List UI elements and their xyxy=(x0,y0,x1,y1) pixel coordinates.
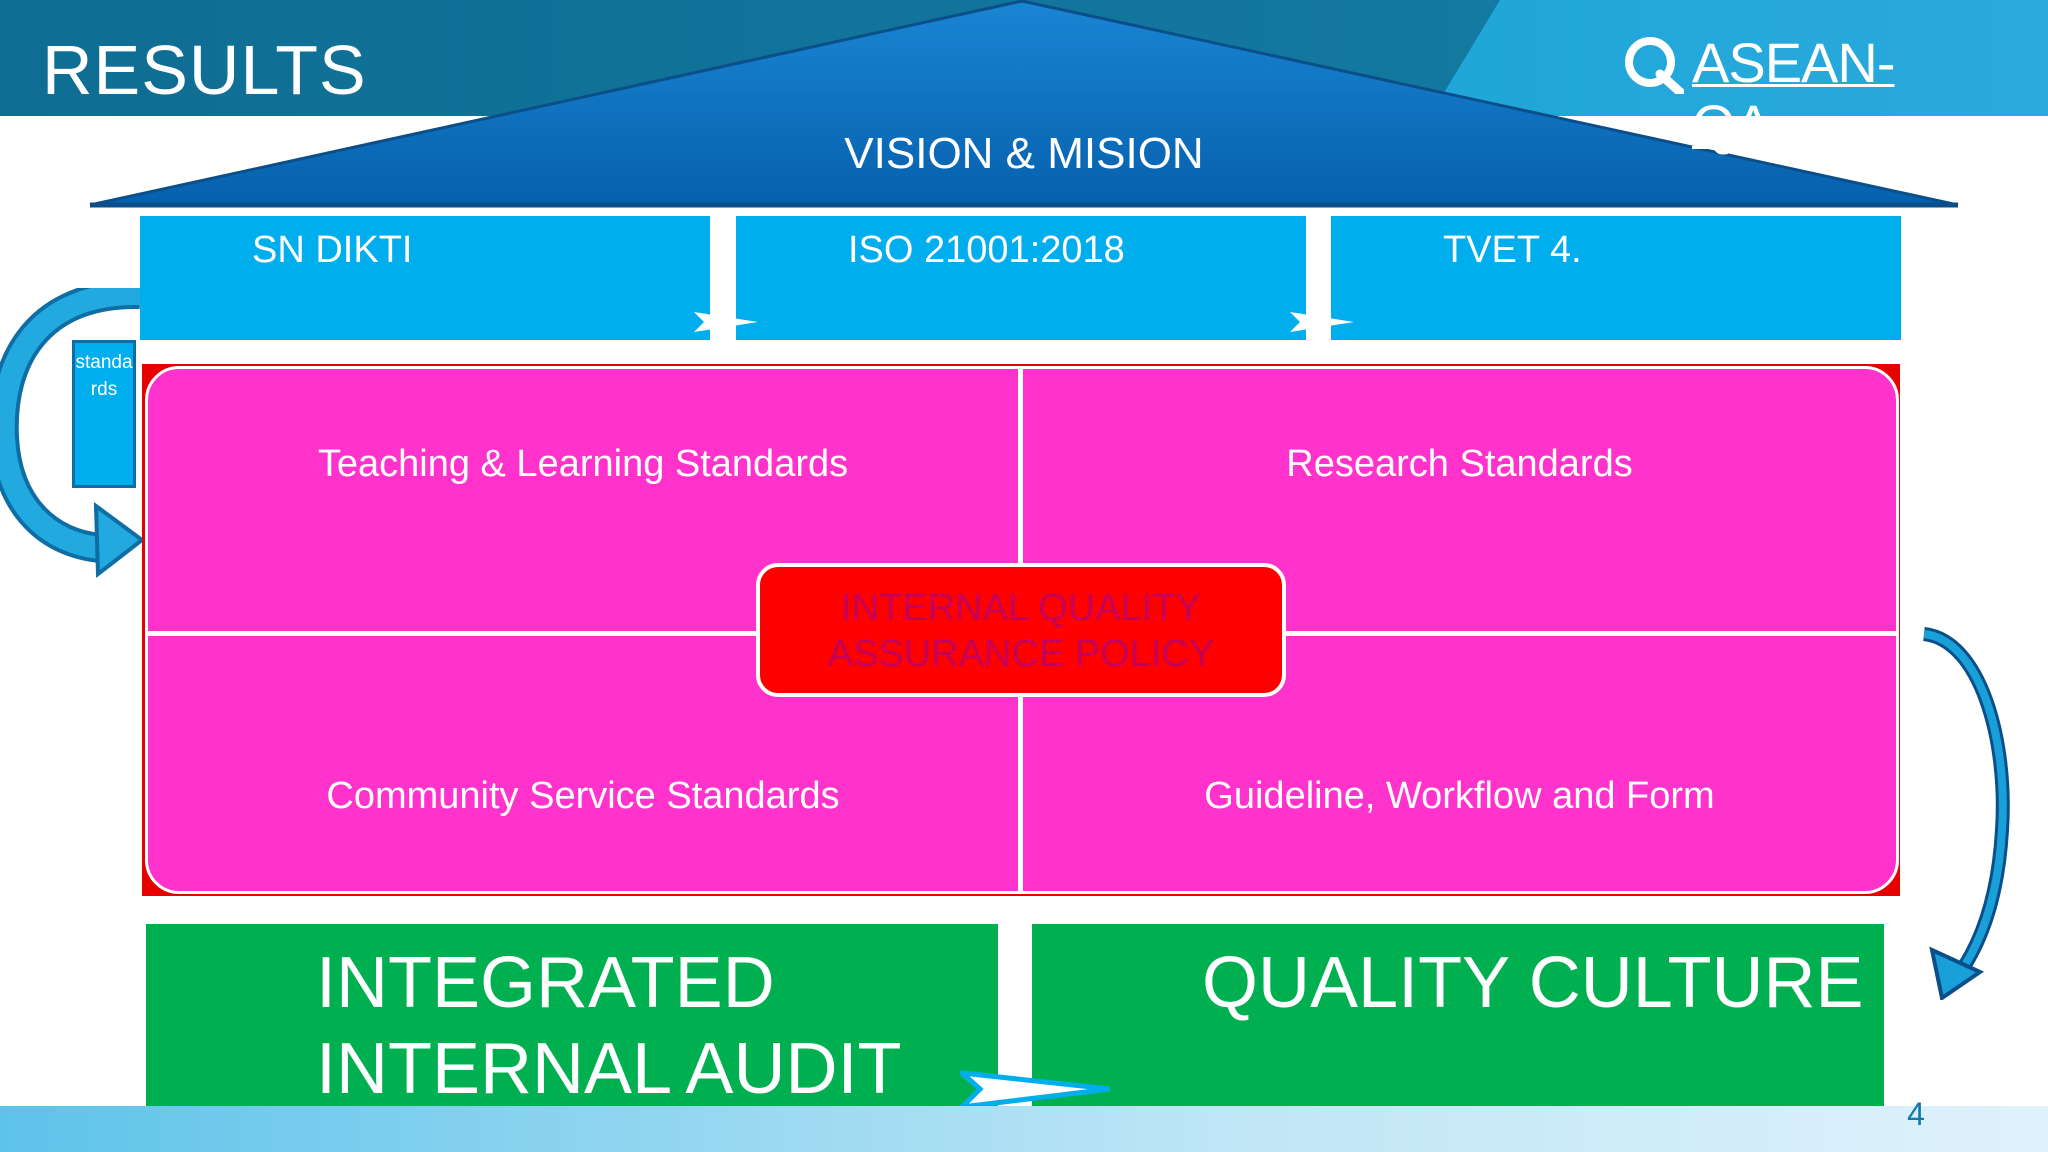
qa-logo-icon xyxy=(1625,37,1684,94)
vision-mission-label: VISION & MISION xyxy=(844,129,1204,178)
framework-label: ISO 21001:2018 xyxy=(848,229,1125,271)
audit-label-line1: INTEGRATED xyxy=(316,943,775,1023)
policy-label-line2: ASSURANCE POLICY xyxy=(827,633,1215,675)
quality-culture-label: QUALITY CULTURE xyxy=(1202,943,1864,1023)
internal-qa-policy-box: INTERNAL QUALITY ASSURANCE POLICY xyxy=(756,563,1286,697)
standards-tag: standards xyxy=(72,340,136,488)
header-accent xyxy=(1430,0,2048,116)
flow-arrow-icon xyxy=(694,312,758,332)
roof-shape xyxy=(89,0,1959,208)
framework-label: TVET 4. xyxy=(1443,229,1582,271)
policy-label-line1: INTERNAL QUALITY xyxy=(841,587,1201,629)
quadrant-community-service: Community Service Standards xyxy=(326,775,840,817)
footer-band xyxy=(0,1106,2048,1152)
audit-label-line2: INTERNAL AUDIT xyxy=(316,1029,902,1109)
asean-qa-logo: ASEAN-QA xyxy=(1622,28,1962,156)
standards-tag-label: standards xyxy=(75,352,133,400)
flow-arrow-icon xyxy=(1290,312,1354,332)
policy-label: INTERNAL QUALITY ASSURANCE POLICY xyxy=(760,585,1282,677)
framework-iso: ISO 21001:2018 xyxy=(736,216,1306,340)
curved-arrow-left-icon xyxy=(0,288,145,578)
page-number: 4 xyxy=(1907,1096,1925,1132)
framework-tvet: TVET 4. xyxy=(1331,216,1901,340)
quadrant-guideline: Guideline, Workflow and Form xyxy=(1204,775,1715,817)
slide-title: RESULTS xyxy=(42,31,367,109)
framework-label: SN DIKTI xyxy=(252,229,413,271)
quadrant-teaching-learning: Teaching & Learning Standards xyxy=(317,443,849,485)
framework-sn-dikti: SN DIKTI xyxy=(140,216,710,340)
curved-arrow-right-icon xyxy=(1922,627,2010,1000)
logo-text: ASEAN-QA xyxy=(1692,31,1896,156)
integrated-internal-audit-box: INTEGRATED INTERNAL AUDIT xyxy=(144,922,1000,1116)
quality-culture-box: QUALITY CULTURE xyxy=(1030,922,1886,1116)
quadrant-research: Research Standards xyxy=(1286,443,1633,485)
